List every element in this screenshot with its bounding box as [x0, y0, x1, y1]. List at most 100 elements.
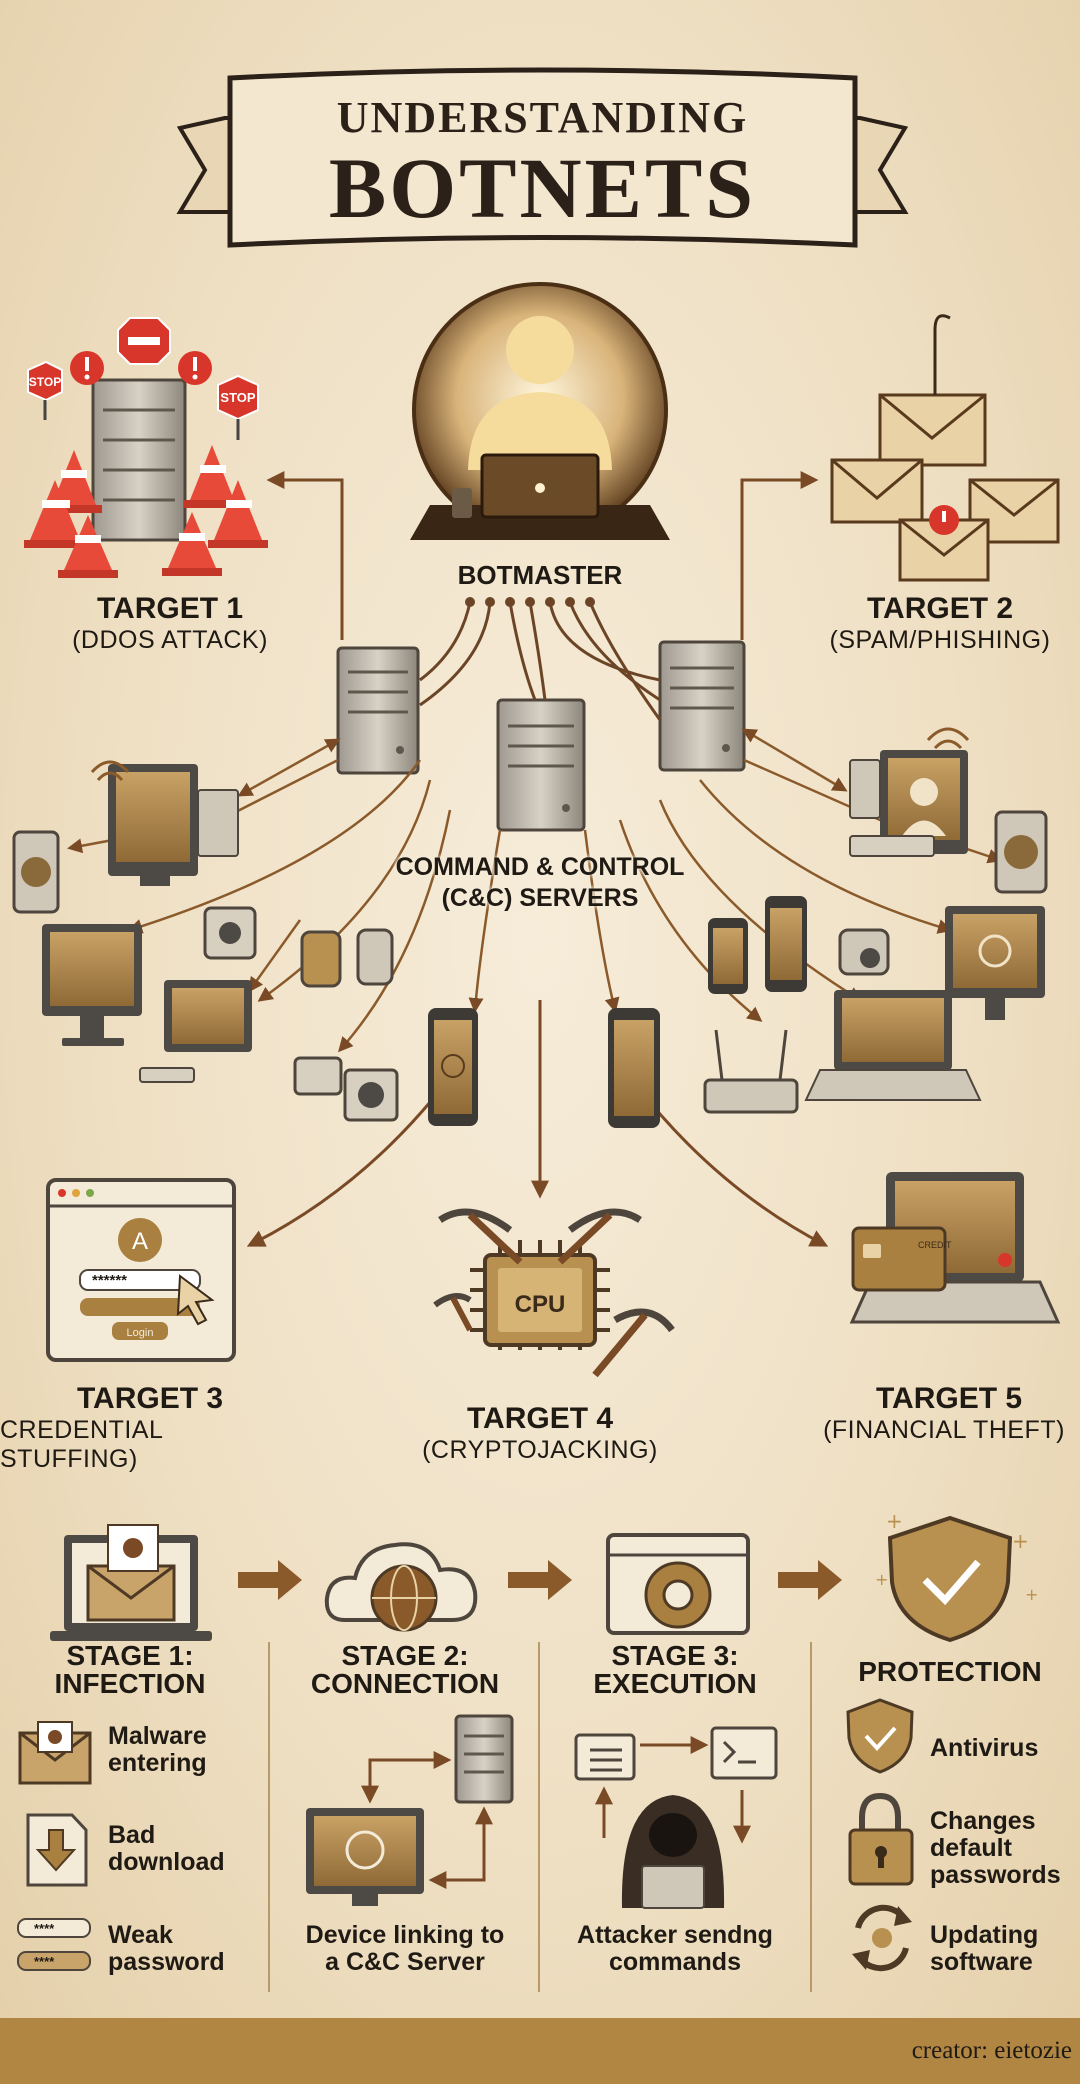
- stage-3-line-1: STAGE 3:: [611, 1640, 739, 1671]
- protection-item-antivirus: Antivirus: [930, 1735, 1038, 1762]
- refresh-cycle-icon: [852, 1904, 912, 1972]
- stage2-monitor-icon: [306, 1808, 424, 1906]
- phishing-envelope-icon: [898, 505, 990, 582]
- stage-2-line-2: CONNECTION: [310, 1668, 500, 1699]
- cpu-label: CPU: [515, 1291, 566, 1318]
- target-1-title: TARGET 1: [96, 592, 244, 625]
- botmaster-figure: [410, 282, 670, 540]
- stage-arrow-icon: [238, 1560, 842, 1600]
- cc-servers-line-2: (C&C) SERVERS: [441, 884, 639, 912]
- footer-bar: [0, 2018, 1080, 2084]
- title-line-1: UNDERSTANDING: [336, 93, 749, 142]
- caption-line: Attacker sendng: [577, 1921, 773, 1949]
- item-line: Weak: [108, 1921, 173, 1949]
- wifi-icon: [926, 727, 970, 750]
- creator-credit: creator: eietozie: [911, 2037, 1072, 2064]
- ddos-server-icon: [91, 378, 187, 542]
- stage-divider: [810, 1642, 812, 1992]
- smartphone-icon: [765, 896, 807, 992]
- speaker-device-icon: [12, 830, 60, 914]
- target-2-subtitle: (SPAM/PHISHING): [829, 626, 1051, 654]
- target-4-subtitle: (CRYPTOJACKING): [422, 1436, 658, 1464]
- botmaster-links: [419, 601, 662, 721]
- item-line: Updating: [930, 1921, 1039, 1949]
- login-password-mask: ******: [92, 1272, 127, 1289]
- stop-sign-icon: [217, 374, 259, 440]
- phishing-envelope-icon: [878, 314, 987, 467]
- stage3-window-icon: [574, 1733, 636, 1781]
- stage-1-heading: STAGE 1: INFECTION: [30, 1642, 230, 1698]
- arrow-to-target-2: [740, 471, 819, 640]
- password-field-icon: [17, 1918, 91, 1971]
- stage-2-caption: Device linking to a C&C Server: [290, 1922, 520, 1976]
- stage2-server-icon: [454, 1714, 514, 1804]
- item-line: software: [930, 1948, 1033, 1976]
- stage1-laptop-envelope-icon: [50, 1524, 212, 1641]
- target-4-title: TARGET 4: [466, 1402, 614, 1435]
- desktop-computer-icon: [108, 764, 239, 886]
- login-button-label: Login: [127, 1327, 154, 1339]
- svg-text:+: +: [875, 1570, 888, 1589]
- cpu-chip-icon: [470, 1240, 610, 1350]
- hooded-hacker-icon: [621, 1795, 725, 1909]
- warning-sign-icon: [178, 351, 212, 385]
- stage-divider: [538, 1642, 540, 1992]
- item-line: download: [108, 1848, 225, 1876]
- protection-shield-icon: + + + +: [875, 1509, 1038, 1643]
- item-line: Antivirus: [930, 1734, 1039, 1762]
- caption-line: a C&C Server: [325, 1948, 485, 1976]
- target-5-subtitle: (FINANCIAL THEFT): [823, 1416, 1065, 1444]
- laptop-icon: [804, 990, 982, 1101]
- stop-sign-text: STOP: [29, 375, 61, 389]
- protection-item-updating: Updating software: [930, 1922, 1038, 1976]
- svg-text:+: +: [886, 1509, 903, 1533]
- protection-item-passwords: Changes default passwords: [930, 1808, 1061, 1889]
- stage-2-heading: STAGE 2: CONNECTION: [290, 1642, 520, 1698]
- traffic-cone-icon: [184, 445, 240, 508]
- cc-servers-label: COMMAND & CONTROL (C&C) SERVERS: [360, 852, 720, 914]
- item-line: Bad: [108, 1821, 156, 1849]
- smartphone-icon: [608, 1008, 660, 1128]
- malware-envelope-icon: [18, 1721, 92, 1785]
- cc-server-right: [658, 640, 746, 772]
- password-mask-text: ****: [34, 1954, 55, 1969]
- wifi-icon: [90, 760, 130, 782]
- svg-text:+: +: [1012, 1529, 1029, 1553]
- stage-3-caption: Attacker sendng commands: [560, 1922, 790, 1976]
- caption-line: Device linking to: [305, 1921, 505, 1949]
- svg-text:+: +: [1025, 1585, 1038, 1604]
- desktop-computer-icon: [139, 980, 252, 1083]
- wire-dots: [465, 597, 595, 607]
- stage3-browser-gear-icon: [606, 1533, 750, 1635]
- title-banner: [176, 67, 909, 248]
- stage-2-line-1: STAGE 2:: [341, 1640, 469, 1671]
- stage-1-item-download: Bad download: [108, 1822, 225, 1876]
- pickaxe-icon: [433, 1293, 473, 1332]
- router-icon: [703, 1029, 799, 1114]
- warning-sign-icon: [70, 351, 104, 385]
- stage-3-heading: STAGE 3: EXECUTION: [560, 1642, 790, 1698]
- stage3-terminal-icon: [710, 1726, 778, 1780]
- protection-heading: PROTECTION: [858, 1656, 1042, 1687]
- security-camera-icon: [293, 1056, 399, 1122]
- stage-divider: [268, 1642, 270, 1992]
- iot-camera-icon: [203, 906, 257, 960]
- no-entry-sign-icon: [117, 317, 171, 365]
- stop-sign-text: STOP: [220, 390, 255, 405]
- stop-sign-icon: [27, 360, 63, 420]
- speaker-device-icon: [994, 810, 1048, 894]
- pickaxe-icon: [557, 1208, 642, 1265]
- item-line: default: [930, 1834, 1012, 1862]
- traffic-cone-icon: [24, 480, 86, 548]
- smartphone-icon: [428, 1008, 478, 1126]
- password-mask-text: ****: [34, 1921, 55, 1936]
- botmaster-label: BOTMASTER: [457, 560, 623, 590]
- stage-3-line-2: EXECUTION: [593, 1668, 757, 1699]
- phishing-envelope-icon: [830, 458, 924, 524]
- stop-sign-labels: STOP STOP: [29, 375, 256, 405]
- monitor-icon: [945, 906, 1045, 1020]
- target-3-subtitle: CREDENTIAL STUFFING): [0, 1416, 163, 1473]
- credit-card-laptop-icon: [849, 1172, 1061, 1324]
- item-line: passwords: [930, 1861, 1061, 1889]
- traffic-cone-icon: [58, 515, 118, 578]
